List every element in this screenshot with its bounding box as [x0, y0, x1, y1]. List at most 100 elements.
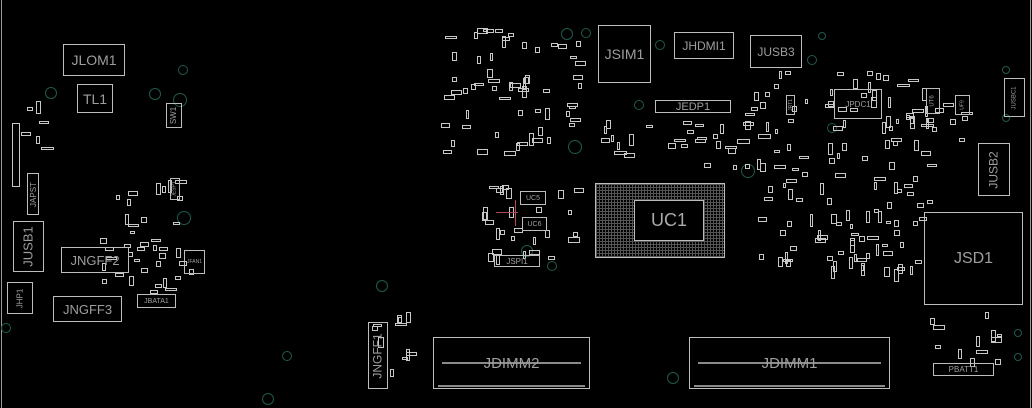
mounting-hole	[177, 211, 191, 225]
component-tl1[interactable]: TL1	[77, 84, 113, 113]
smd-pad	[494, 29, 503, 33]
component-jsim1[interactable]: JSIM1	[598, 25, 651, 83]
component-uf9[interactable]: UF9	[955, 95, 970, 115]
component-jbata1[interactable]: JBATA1	[137, 294, 176, 308]
component-label: UC6	[527, 220, 542, 228]
smd-pad	[452, 77, 458, 83]
component-jedp1[interactable]: JEDP1	[655, 100, 731, 113]
smd-pad	[445, 35, 457, 40]
smd-pad	[891, 138, 902, 143]
smd-pad	[853, 254, 858, 262]
component-jpdc1[interactable]: JPDC1	[834, 89, 882, 119]
connector-strip	[12, 123, 20, 187]
smd-pad	[799, 156, 809, 160]
component-jfan1[interactable]: JFAN1	[184, 250, 205, 274]
smd-pad	[575, 60, 586, 66]
component-label: JDIMM1	[761, 354, 818, 372]
smd-pad	[532, 138, 544, 144]
smd-pad	[835, 221, 842, 226]
smd-pad	[377, 337, 384, 348]
smd-pad	[991, 330, 996, 343]
smd-pad	[842, 119, 846, 129]
smd-pad	[525, 74, 530, 85]
component-jdimm2[interactable]: JDIMM2	[433, 337, 590, 389]
smd-pad	[501, 36, 507, 49]
component-jusb3[interactable]: JUSB3	[750, 35, 802, 68]
smd-pad	[570, 118, 582, 123]
component-sw1[interactable]: SW1	[166, 103, 182, 128]
smd-pad	[907, 191, 915, 196]
mounting-hole	[818, 32, 826, 40]
component-jhp1[interactable]: JHP1	[7, 282, 33, 314]
component-jspi1[interactable]: JSPI1	[494, 255, 540, 267]
component-label: JNGFF1	[371, 332, 385, 379]
component-japst[interactable]: JAPST	[27, 173, 39, 215]
smd-pad	[881, 243, 888, 247]
component-label: JFAN1	[186, 259, 202, 265]
component-jdimm1[interactable]: JDIMM1	[689, 337, 890, 389]
smd-pad	[155, 182, 161, 195]
component-label: JUSB3	[757, 44, 795, 59]
smd-pad	[116, 194, 120, 201]
smd-pad	[150, 239, 161, 243]
component-jusb1[interactable]: JUSB1	[13, 221, 44, 272]
mounting-hole	[581, 28, 591, 38]
smd-pad	[883, 74, 890, 82]
smd-pad	[919, 216, 928, 222]
smd-pad	[40, 146, 54, 151]
smd-pad	[897, 263, 903, 275]
component-label: JLOM1	[71, 52, 117, 68]
smd-pad	[450, 139, 455, 148]
mounting-hole	[827, 123, 837, 133]
component-jlom1[interactable]: JLOM1	[63, 44, 125, 76]
component-label: JDIMM2	[483, 354, 540, 372]
component-jngff3[interactable]: JNGFF3	[53, 296, 122, 322]
smd-pad	[933, 325, 945, 331]
smd-pad	[733, 164, 737, 170]
mounting-hole	[282, 351, 292, 361]
smd-pad	[176, 248, 181, 258]
smd-pad	[568, 237, 580, 243]
smd-pad	[867, 70, 874, 77]
component-label: JHDMI1	[682, 38, 726, 53]
smd-pad	[174, 275, 182, 280]
smd-pad	[796, 198, 803, 202]
smd-pad	[628, 133, 635, 146]
component-uc6[interactable]: UC6	[522, 217, 547, 231]
component-jusb2[interactable]: JUSB2	[978, 143, 1010, 196]
component-label: JEDP1	[675, 100, 711, 113]
component-ut6[interactable]: UT6	[926, 88, 940, 114]
component-jusbc1[interactable]: JUSBC1	[1004, 78, 1025, 117]
component-jesp1[interactable]: JESP1	[170, 178, 180, 200]
smd-pad	[819, 183, 825, 195]
smd-pad	[137, 246, 146, 251]
smd-pad	[129, 231, 136, 235]
smd-pad	[178, 260, 188, 266]
component-label: JSIM1	[604, 46, 645, 62]
smd-pad	[846, 209, 851, 221]
smd-pad	[494, 132, 500, 139]
smd-pad	[757, 159, 762, 170]
smd-pad	[975, 336, 981, 348]
smd-pad	[162, 186, 166, 193]
mounting-hole	[1014, 353, 1022, 361]
smd-pad	[482, 211, 487, 222]
component-jngff2[interactable]: JNGFF2	[61, 247, 129, 273]
component-label: JUSB1	[21, 226, 36, 267]
component-pbatt1[interactable]: PBATT1	[933, 363, 994, 376]
component-jhdmi1[interactable]: JHDMI1	[674, 32, 734, 59]
smd-pad	[115, 273, 124, 278]
component-label: JSD1	[953, 249, 994, 267]
smd-pad	[572, 232, 579, 238]
smd-pad	[127, 191, 139, 196]
component-uc5[interactable]: UC5	[520, 191, 546, 205]
component-jrt1[interactable]: JRT1	[786, 95, 795, 115]
smd-pad	[910, 266, 914, 276]
component-jsd1[interactable]: JSD1	[924, 212, 1023, 305]
mounting-hole	[1002, 66, 1010, 74]
component-uc1[interactable]: UC1	[595, 183, 725, 258]
smd-pad	[39, 120, 49, 124]
component-jngff1[interactable]: JNGFF1	[368, 322, 388, 389]
smd-pad	[827, 255, 834, 261]
